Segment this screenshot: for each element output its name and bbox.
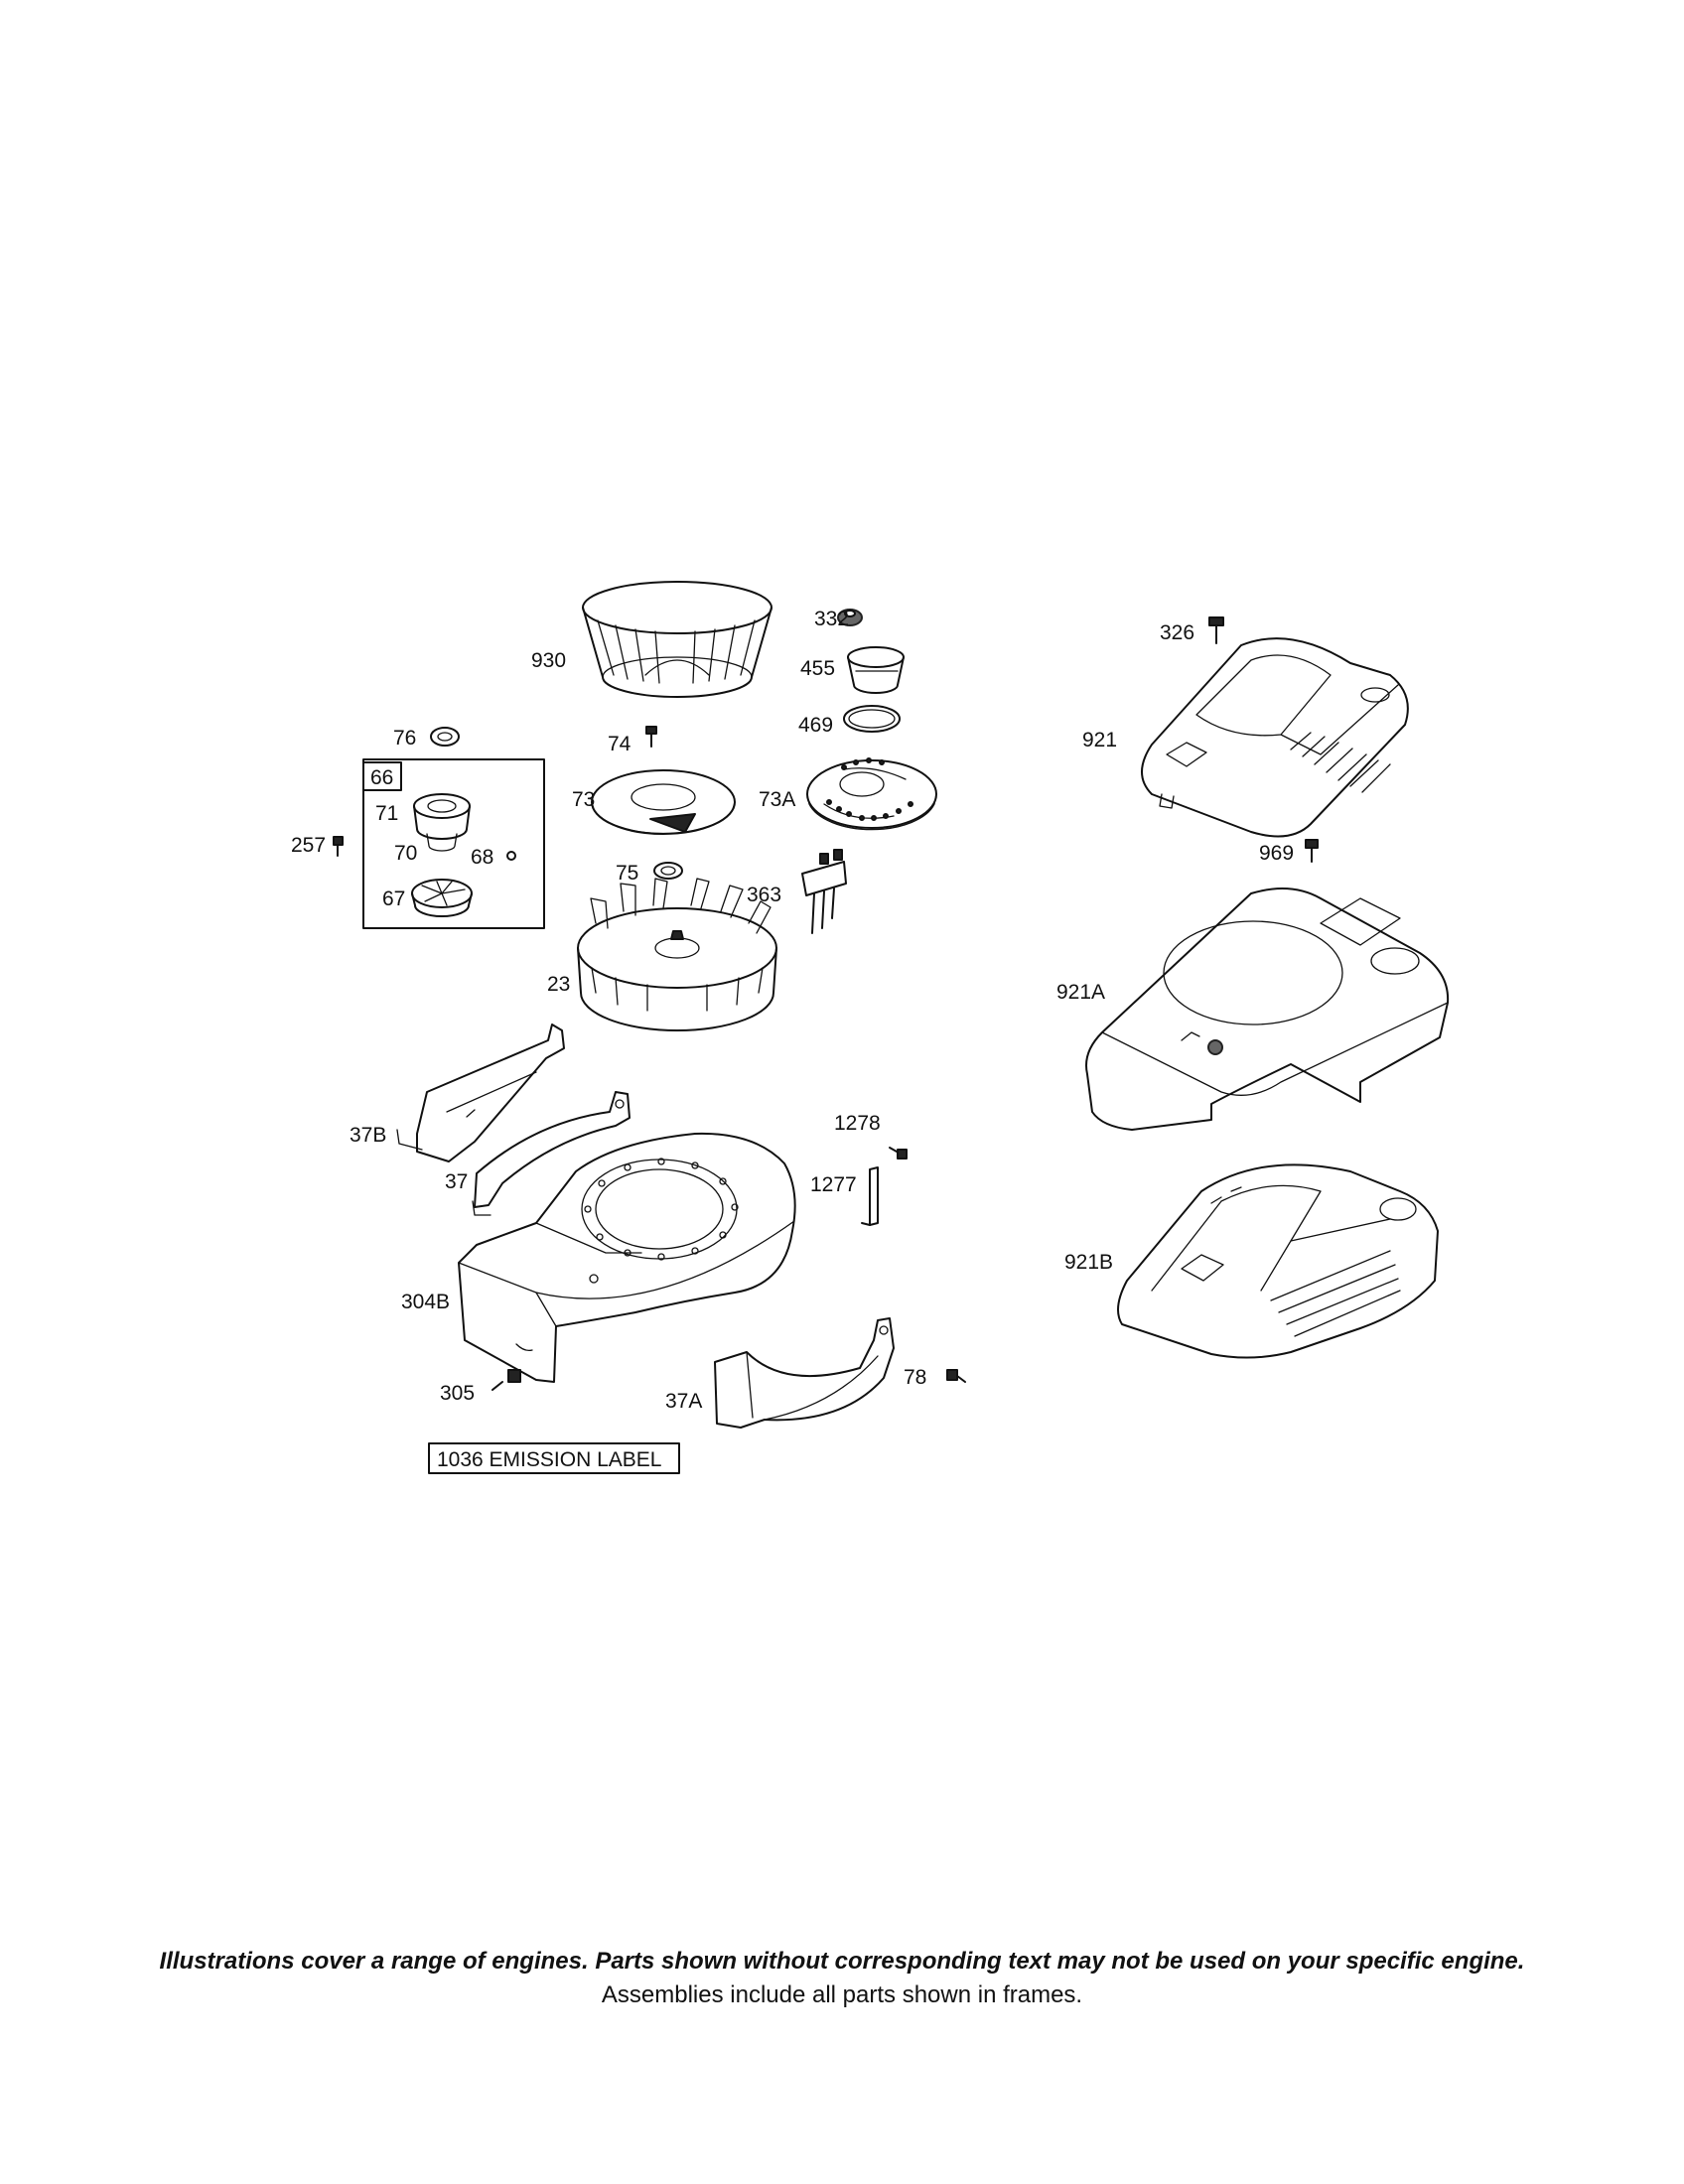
label-68: 68 bbox=[471, 846, 493, 869]
label-37B: 37B bbox=[350, 1124, 386, 1147]
label-455: 455 bbox=[800, 657, 835, 680]
part-1277-strip bbox=[861, 1166, 879, 1226]
label-305: 305 bbox=[440, 1382, 475, 1405]
emission-label-text: 1036 EMISSION LABEL bbox=[437, 1448, 661, 1471]
part-37B-bracket bbox=[396, 1024, 565, 1162]
label-332: 332 bbox=[814, 608, 849, 630]
part-969-bolt bbox=[1305, 839, 1319, 863]
label-930: 930 bbox=[531, 649, 566, 672]
part-930-rotating-screen bbox=[582, 581, 772, 698]
label-37A: 37A bbox=[665, 1390, 702, 1413]
part-37-baffle bbox=[472, 1091, 631, 1216]
label-921A: 921A bbox=[1056, 981, 1105, 1004]
label-1277: 1277 bbox=[810, 1173, 857, 1196]
part-73-plate bbox=[591, 769, 736, 835]
label-67: 67 bbox=[382, 887, 405, 910]
label-363: 363 bbox=[747, 884, 781, 906]
part-363-switch bbox=[801, 849, 847, 934]
footer-disclaimer: Illustrations cover a range of engines. … bbox=[159, 1948, 1525, 1975]
label-326: 326 bbox=[1160, 621, 1194, 644]
part-68-ball bbox=[506, 851, 516, 861]
part-73A-screen bbox=[806, 757, 937, 831]
label-23: 23 bbox=[547, 973, 570, 996]
part-469-ring bbox=[843, 705, 901, 733]
label-257: 257 bbox=[291, 834, 326, 857]
part-921-cover bbox=[1141, 637, 1409, 838]
emission-label-box: 1036 EMISSION LABEL bbox=[428, 1442, 680, 1474]
label-66: 66 bbox=[370, 766, 393, 789]
label-73A: 73A bbox=[759, 788, 795, 811]
label-304B: 304B bbox=[401, 1291, 450, 1313]
part-75-washer bbox=[653, 862, 683, 880]
footer-assemblies-note: Assemblies include all parts shown in fr… bbox=[601, 1981, 1083, 2008]
part-74-screw bbox=[645, 726, 657, 748]
part-23-flywheel bbox=[577, 878, 777, 1031]
part-305-bolt bbox=[491, 1369, 521, 1391]
label-921: 921 bbox=[1082, 729, 1117, 751]
label-1278: 1278 bbox=[834, 1112, 881, 1135]
label-70: 70 bbox=[394, 842, 417, 865]
part-67-ratchet bbox=[411, 879, 473, 917]
label-71: 71 bbox=[375, 802, 398, 825]
label-969: 969 bbox=[1259, 842, 1294, 865]
part-76-washer bbox=[430, 727, 460, 747]
label-76: 76 bbox=[393, 727, 416, 750]
part-921B-cover bbox=[1117, 1163, 1439, 1359]
part-37A-baffle bbox=[714, 1317, 895, 1429]
label-469: 469 bbox=[798, 714, 833, 737]
part-257-screw bbox=[333, 836, 344, 857]
part-921A-cover bbox=[1085, 887, 1450, 1131]
part-78-bolt bbox=[946, 1369, 966, 1383]
part-304B-blower-housing bbox=[458, 1132, 796, 1383]
part-1278-screw bbox=[889, 1147, 908, 1160]
label-37: 37 bbox=[445, 1170, 468, 1193]
label-74: 74 bbox=[608, 733, 632, 755]
part-326-bolt bbox=[1208, 616, 1224, 644]
part-66-assembly-frame bbox=[362, 758, 545, 929]
part-71-starter-cup bbox=[413, 793, 471, 852]
label-78: 78 bbox=[904, 1366, 926, 1389]
label-921B: 921B bbox=[1064, 1251, 1113, 1274]
label-75: 75 bbox=[616, 862, 638, 885]
label-73: 73 bbox=[572, 788, 595, 811]
part-332-nut bbox=[837, 609, 863, 626]
part-455-cup bbox=[847, 646, 905, 694]
